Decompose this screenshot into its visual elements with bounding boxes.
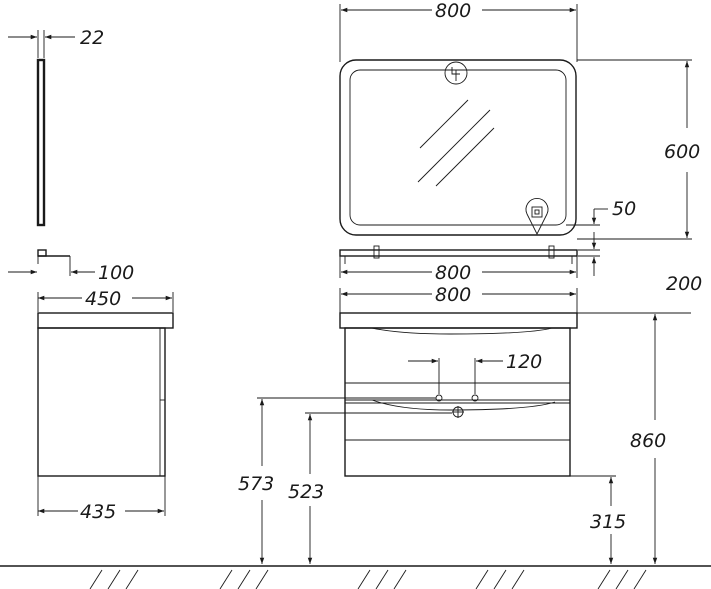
mirror-corner-label: 50 (612, 198, 636, 220)
shelf-front-view: 800 (339, 232, 600, 284)
mirror-width-label: 800 (435, 0, 471, 22)
mirror-side-view: 22 (8, 27, 104, 227)
floor-line (0, 565, 711, 589)
mirror-front-view: 800 600 50 (339, 0, 700, 240)
cabinet-side-view: 450 435 (37, 288, 174, 523)
cabinet-depth-top-label: 450 (85, 288, 121, 310)
tap-spacing-label: 120 (506, 351, 542, 373)
shelf-height-label: 200 (666, 273, 702, 295)
mirror-height-label: 600 (664, 141, 700, 163)
cabinet-front-view: 800 120 573 523 860 200 (238, 273, 702, 564)
cabinet-bottom-height-label: 315 (590, 511, 626, 533)
cabinet-depth-bottom-label: 435 (80, 501, 116, 523)
light-switch-icon (444, 61, 468, 85)
shelf-side-view: 100 (8, 249, 134, 284)
tap-height-label: 573 (238, 473, 274, 495)
cabinet-width-label: 800 (435, 284, 471, 306)
socket-icon (525, 197, 549, 236)
shelf-width-label: 800 (435, 262, 471, 284)
top-height-label: 860 (630, 430, 666, 452)
shelf-depth-label: 100 (98, 262, 134, 284)
mirror-depth-label: 22 (80, 27, 104, 49)
drain-height-label: 523 (288, 481, 324, 503)
